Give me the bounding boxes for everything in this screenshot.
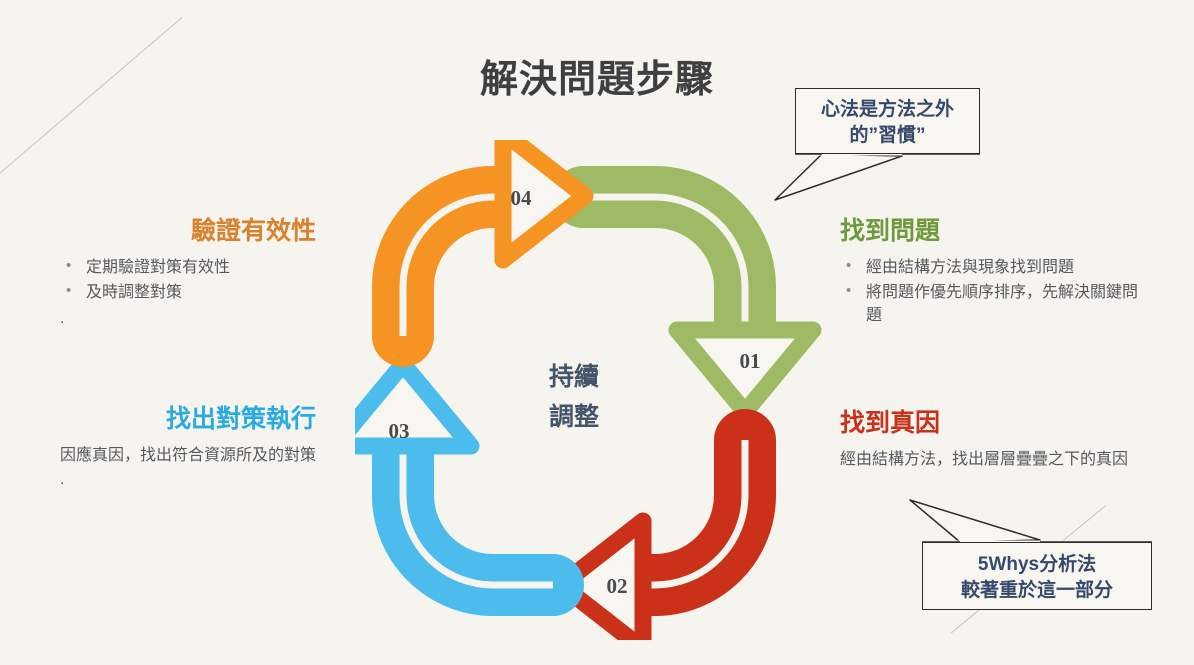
bullet-list-find-problem: 經由結構方法與現象找到問題 將問題作優先順序排序，先解決關鍵問題: [840, 255, 1140, 328]
callout-top-line1: 心法是方法之外: [820, 99, 954, 120]
section-trailing-dot-verify: .: [60, 310, 65, 328]
list-item: 定期驗證對策有效性: [60, 255, 316, 279]
cycle-step-04[interactable]: 04: [372, 140, 594, 367]
callout-bottom-line1: 5Whys分析法: [977, 554, 1097, 575]
cycle-step-02[interactable]: 02: [552, 409, 776, 640]
cycle-center-label-line1: 持續: [549, 362, 599, 391]
list-item: 及時調整對策: [60, 280, 316, 304]
section-trailing-dot-countermeasure: .: [60, 471, 65, 489]
section-heading-verify: 驗證有效性: [190, 217, 316, 245]
bullet-list-verify: 定期驗證對策有效性 及時調整對策: [60, 255, 316, 304]
list-item: 經由結構方法與現象找到問題: [840, 255, 1140, 279]
callout-top-tail-svg: [774, 152, 980, 201]
section-heading-find-problem: 找到問題: [840, 217, 941, 245]
step-number-02: 02: [607, 574, 628, 598]
step-number-04: 04: [511, 186, 533, 210]
section-root-cause: 找到真因 經由結構方法，找出層層疊疊之下的真因: [840, 408, 1140, 471]
cycle-step-03[interactable]: 03: [355, 355, 584, 616]
step-number-01: 01: [740, 349, 761, 373]
callout-top-box: 心法是方法之外 的”習慣”: [795, 88, 980, 154]
list-item: 將問題作優先順序排序，先解決關鍵問題: [840, 280, 1140, 327]
section-countermeasure: 找出對策執行 因應真因，找出符合資源所及的對策 .: [60, 404, 316, 493]
step-number-03: 03: [389, 419, 410, 443]
page-title: 解決問題步驟: [479, 59, 714, 101]
callout-bottom: 5Whys分析法 較著重於這一部分: [900, 499, 1194, 622]
section-heading-countermeasure: 找出對策執行: [165, 405, 316, 433]
callout-top-line2: 的”習慣”: [849, 124, 926, 146]
section-find-problem: 找到問題 經由結構方法與現象找到問題 將問題作優先順序排序，先解決關鍵問題: [840, 216, 1140, 330]
cycle-center-label-line2: 調整: [549, 402, 599, 431]
section-body-countermeasure: 因應真因，找出符合資源所及的對策: [60, 447, 317, 464]
cycle-step-01[interactable]: 01: [552, 166, 822, 421]
section-body-root-cause: 經由結構方法，找出層層疊疊之下的真因: [840, 451, 1129, 468]
section-heading-root-cause: 找到真因: [840, 409, 941, 437]
cycle-diagram: 01 02 03 04: [355, 140, 845, 640]
callout-bottom-line2: 較著重於這一部分: [960, 579, 1113, 601]
section-verify: 驗證有效性 定期驗證對策有效性 及時調整對策 .: [60, 216, 316, 332]
callout-top: 心法是方法之外 的”習慣”: [770, 88, 1000, 208]
callout-bottom-box: 5Whys分析法 較著重於這一部分: [922, 542, 1152, 610]
